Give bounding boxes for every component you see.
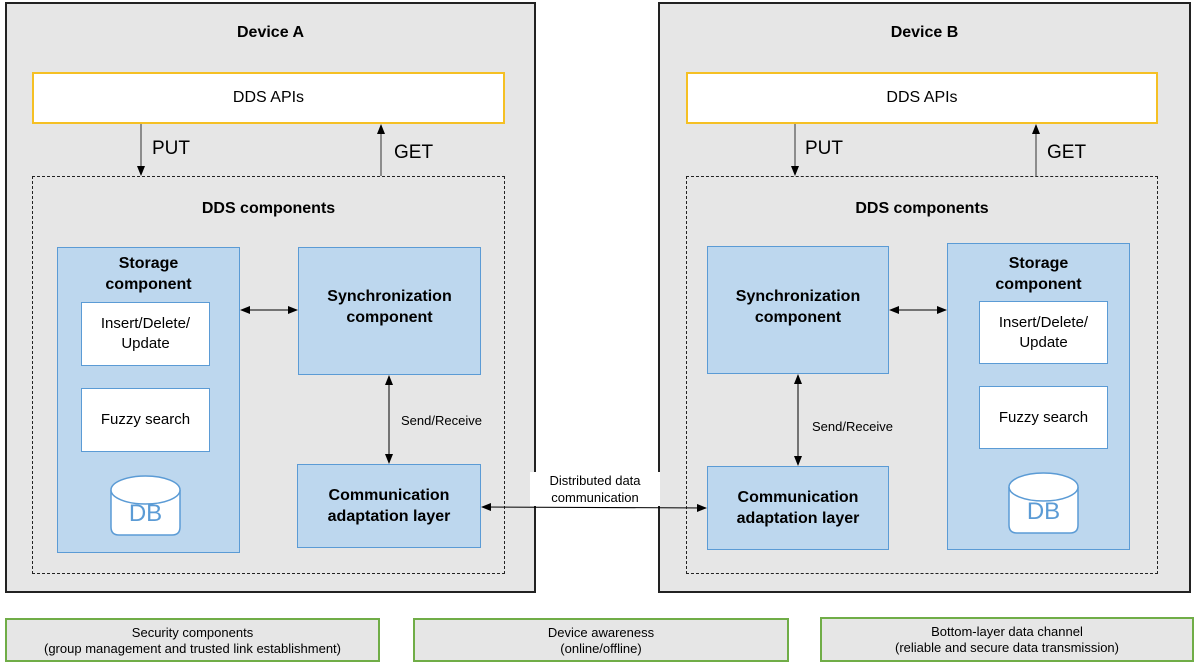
device-a-get-label: GET <box>394 142 434 163</box>
device-b-dds-components <box>686 176 1158 574</box>
device-b-crud-line1: Insert/Delete/ <box>998 313 1089 331</box>
security-line2: (group management and trusted link estab… <box>44 641 341 656</box>
link-label-line2: communication <box>551 490 639 505</box>
device-b-storage-title-2: component <box>995 276 1082 293</box>
device-a-dds-apis[interactable]: DDS APIs <box>32 72 505 124</box>
link-label: Distributed data communication <box>530 472 660 506</box>
device-b-dds-apis[interactable]: DDS APIs <box>686 72 1158 124</box>
device-awareness-box[interactable]: Device awareness (online/offline) <box>413 618 789 662</box>
device-a-crud-box[interactable]: Insert/Delete/Update <box>81 302 210 366</box>
device-b-storage-title-1: Storage <box>1008 255 1069 272</box>
data-channel-box[interactable]: Bottom-layer data channel (reliable and … <box>820 617 1194 662</box>
device-a-sync-component[interactable]: Synchronization component <box>298 247 481 375</box>
device-a-db-label: DB <box>128 500 163 527</box>
device-a-fuzzy-label: Fuzzy search <box>100 411 191 428</box>
device-b-db-icon <box>1008 472 1079 534</box>
device-a-send-receive-label: Send/Receive <box>401 413 482 428</box>
device-b-components-title: DDS components <box>855 200 989 217</box>
device-awareness-line2: (online/offline) <box>560 641 642 656</box>
device-b-crud-line2: Update <box>1019 333 1068 351</box>
device-b-fuzzy-label: Fuzzy search <box>998 408 1089 426</box>
device-b-comm-line2: adaptation layer <box>736 510 860 527</box>
device-a-crud-line2: Update <box>121 335 170 352</box>
device-a-api-label: DDS APIs <box>232 89 305 106</box>
device-b-sync-component[interactable]: Synchronization component <box>707 246 889 374</box>
distributed-link-arrow <box>481 503 707 512</box>
security-components-box[interactable]: Security components (group management an… <box>5 618 380 662</box>
device-b-sync-line2: component <box>754 309 842 326</box>
device-b-put-label: PUT <box>805 138 843 159</box>
device-a-storage-title-1: Storage <box>118 255 179 272</box>
device-a-comm-line2: adaptation layer <box>327 508 451 525</box>
data-channel-line2: (reliable and secure data transmission) <box>895 640 1119 655</box>
device-a-comm-line1: Communication <box>328 487 450 504</box>
device-a-title: Device A <box>237 24 304 41</box>
device-a-put-label: PUT <box>152 138 190 159</box>
device-b-fuzzy-search-box[interactable]: Fuzzy search <box>979 386 1108 449</box>
device-a-sync-line2: component <box>346 309 433 326</box>
data-channel-line1: Bottom-layer data channel <box>931 624 1083 639</box>
device-b-db-label: DB <box>1026 498 1061 525</box>
device-b-get-label: GET <box>1047 142 1087 163</box>
device-a-fuzzy-search-box[interactable]: Fuzzy search <box>81 388 210 452</box>
device-a-comm-layer[interactable]: Communication adaptation layer <box>297 464 481 548</box>
device-a-sync-line1: Synchronization <box>327 288 452 305</box>
device-a-components-title: DDS components <box>201 200 336 217</box>
device-a-storage-title-2: component <box>105 276 192 293</box>
device-b-api-label: DDS APIs <box>886 89 958 106</box>
device-a-crud-line1: Insert/Delete/ <box>100 315 191 332</box>
device-b-crud-box[interactable]: Insert/Delete/Update <box>979 301 1108 364</box>
device-b-comm-line1: Communication <box>737 489 859 506</box>
device-b-send-receive-label: Send/Receive <box>812 419 893 434</box>
device-b-comm-layer[interactable]: Communication adaptation layer <box>707 466 889 550</box>
security-line1: Security components <box>131 625 254 640</box>
device-b-sync-line1: Synchronization <box>735 288 861 305</box>
link-label-line1: Distributed data <box>549 473 641 488</box>
device-a-db-icon <box>110 475 181 536</box>
device-awareness-line1: Device awareness <box>547 625 655 640</box>
device-a-dds-components <box>32 176 505 574</box>
device-b-title: Device B <box>890 24 959 41</box>
